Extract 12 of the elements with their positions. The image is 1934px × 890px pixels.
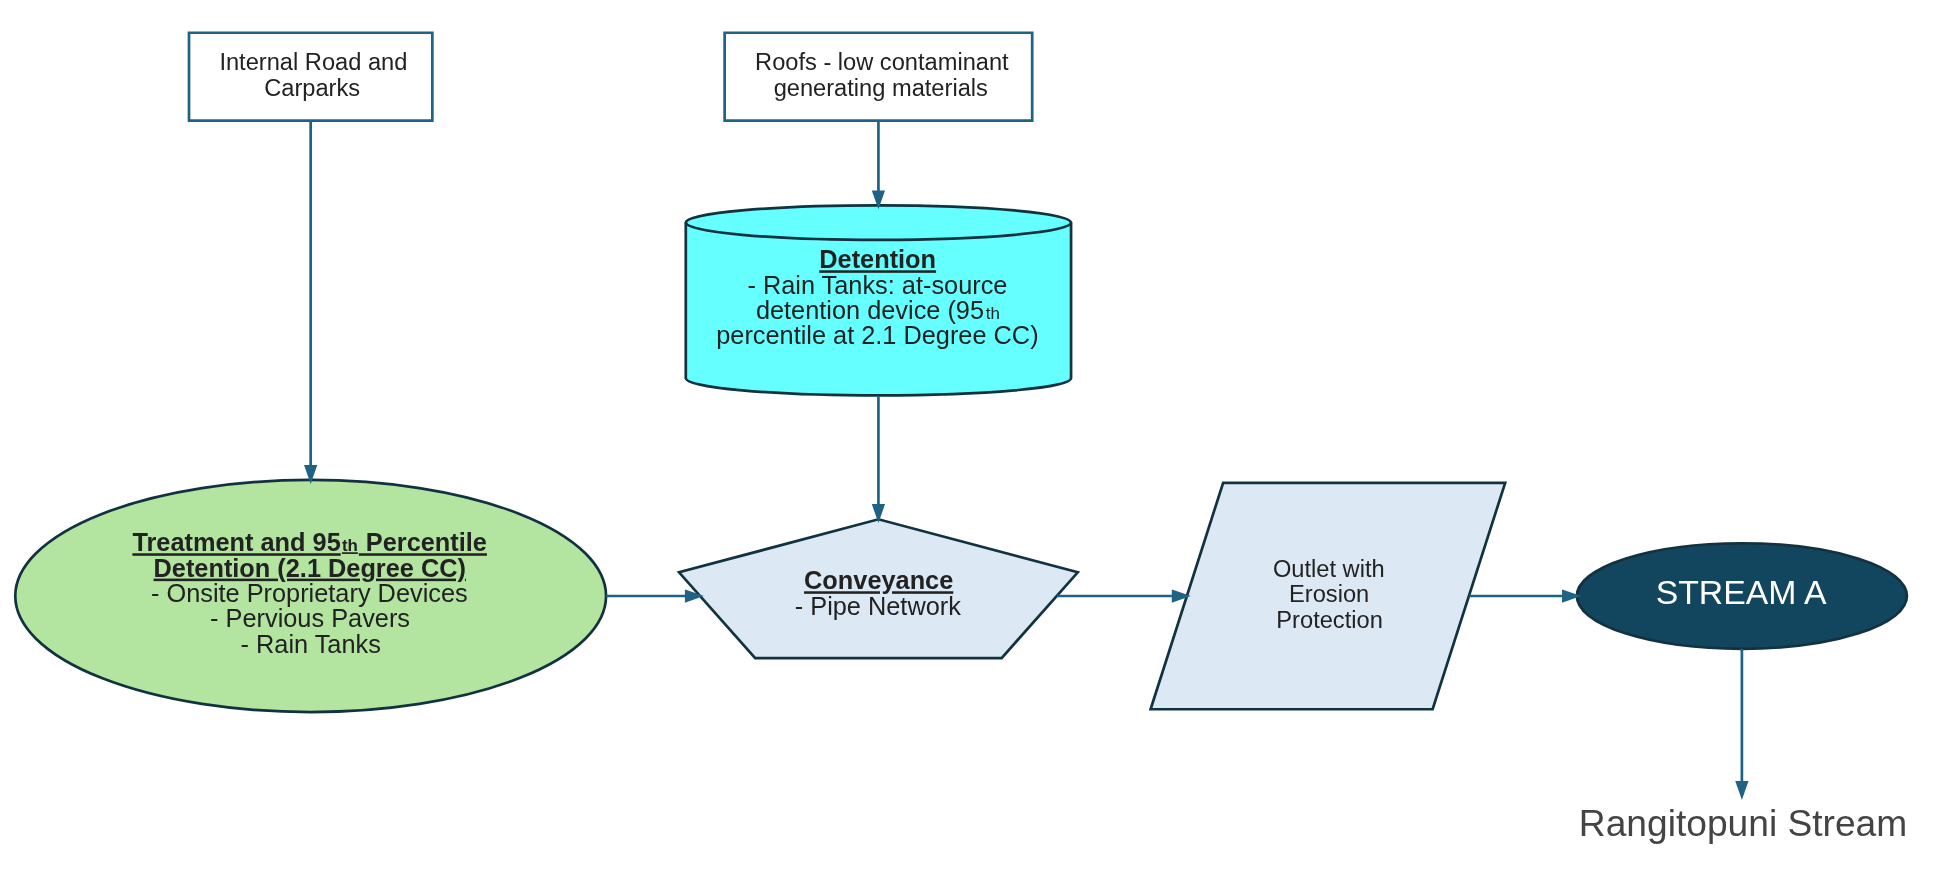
node-ellipse: STREAM A [1575,541,1909,651]
arrow [1469,589,1581,603]
arrow [1057,589,1191,603]
arrow [871,396,886,524]
arrow [304,120,318,484]
arrow [1735,648,1749,800]
node-ellipse: Treatment and 95th Percentile Detention (2.1 Degree CC) - Onsite Proprietary Devices - Pervious Pavers - Rain Tanks [13,478,608,714]
node-box: Roofs - low contaminant generating materials [723,31,1034,122]
arrow [606,589,704,603]
node-text: Rangitopuni Stream [1578,802,1908,845]
node-box: Internal Road and Carparks [187,31,434,122]
arrow [871,120,886,210]
